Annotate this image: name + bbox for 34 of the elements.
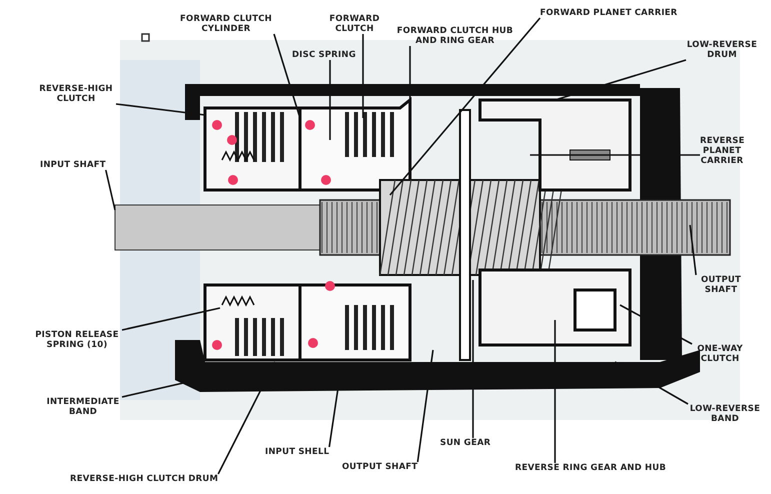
leader-line [116, 103, 206, 116]
leader-line [362, 34, 364, 118]
part-label: LOW-REVERSE BAND [688, 404, 762, 424]
leader-line [389, 17, 541, 196]
part-label: INPUT SHELL [265, 447, 330, 457]
part-label: INPUT SHAFT [40, 160, 106, 170]
leader-line [122, 307, 220, 331]
part-label: ONE-WAY CLUTCH [692, 344, 748, 364]
leader-line [416, 350, 434, 462]
leader-line [218, 362, 276, 474]
part-label: PISTON RELEASE SPRING (10) [32, 330, 122, 350]
leader-line [530, 154, 700, 156]
leader-line [105, 170, 116, 210]
leader-line [273, 34, 301, 118]
part-label: OUTPUT SHAFT [696, 275, 746, 295]
leader-line [472, 280, 474, 438]
part-label: INTERMEDIATE BAND [44, 397, 122, 417]
leader-line [554, 59, 686, 101]
leader-line [329, 60, 331, 140]
part-label: SUN GEAR [440, 438, 491, 448]
part-label: OUTPUT SHAFT [342, 462, 418, 472]
part-label: FORWARD CLUTCH [327, 14, 382, 34]
part-label: DISC SPRING [292, 50, 356, 60]
part-label: FORWARD CLUTCH HUB AND RING GEAR [392, 26, 518, 46]
leader-line [689, 224, 697, 276]
leader-line [614, 361, 688, 405]
part-label: FORWARD CLUTCH CYLINDER [178, 14, 274, 34]
part-label: REVERSE-HIGH CLUTCH [36, 84, 116, 104]
leader-line [554, 320, 556, 463]
part-label: REVERSE-HIGH CLUTCH DRUM [70, 474, 218, 484]
part-label: FORWARD PLANET CARRIER [540, 8, 678, 18]
part-label: REVERSE PLANET CARRIER [700, 136, 744, 166]
part-label: LOW-REVERSE DRUM [686, 40, 758, 60]
part-label: REVERSE RING GEAR AND HUB [515, 463, 666, 473]
